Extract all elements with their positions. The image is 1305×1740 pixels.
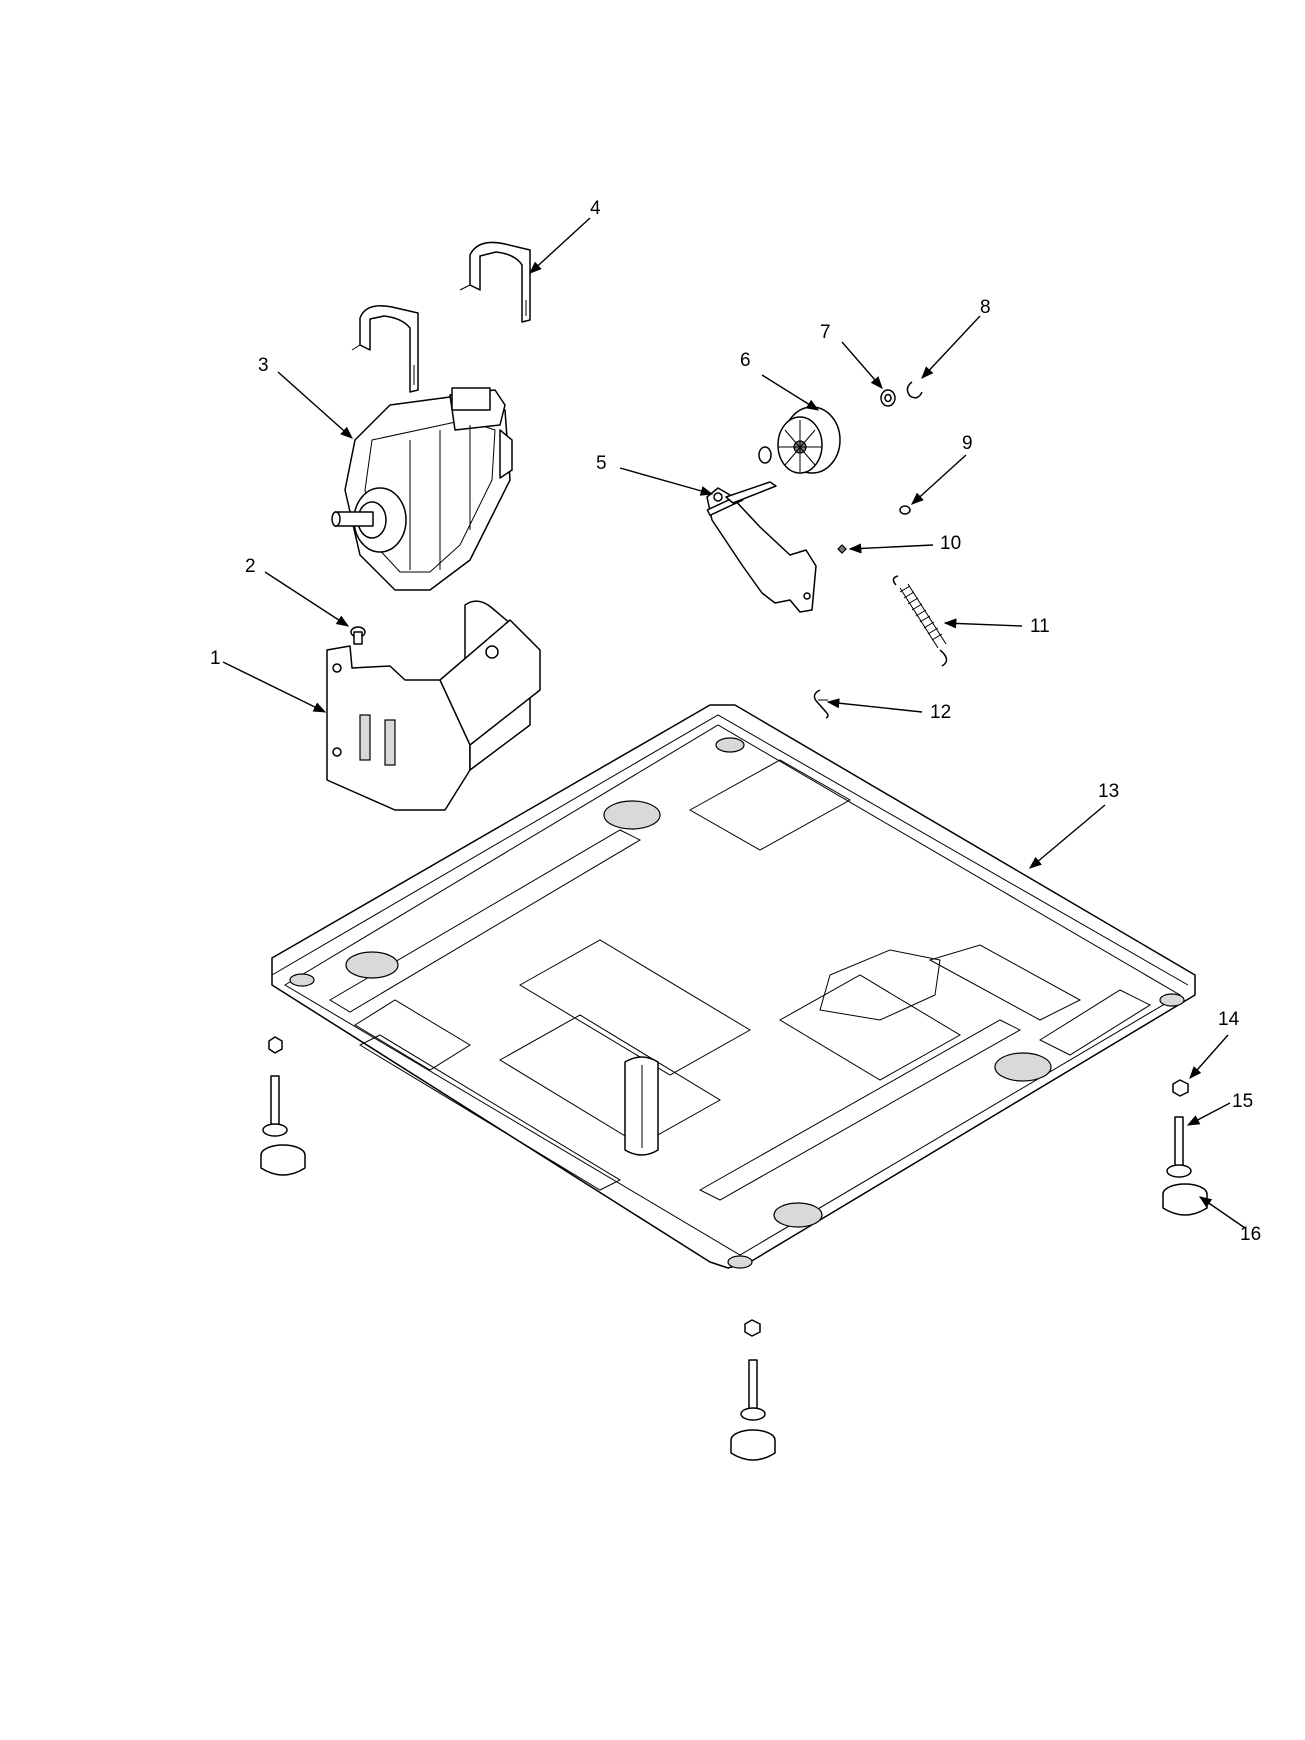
callout-4: 4	[590, 198, 601, 219]
mount-screw	[350, 626, 366, 645]
callout-13: 13	[1098, 781, 1119, 802]
callout-10: 10	[940, 533, 961, 554]
motor-clip-lower	[351, 305, 419, 393]
leader-14	[1189, 1034, 1229, 1079]
callout-12: 12	[930, 702, 951, 723]
callout-8: 8	[980, 297, 991, 318]
leader-12	[826, 698, 923, 713]
callout-14: 14	[1218, 1009, 1240, 1030]
callout-16: 16	[1240, 1224, 1261, 1245]
callout-2: 2	[245, 556, 256, 577]
callout-9: 9	[962, 433, 973, 454]
leader-15	[1186, 1102, 1231, 1126]
leveling-leg-front	[730, 1319, 776, 1461]
leader-4	[529, 217, 591, 274]
leader-11	[943, 618, 1023, 629]
drive-motor	[331, 387, 513, 591]
washer	[880, 389, 896, 407]
tension-spring	[892, 575, 948, 667]
leader-5	[619, 467, 714, 496]
small-nut	[837, 544, 847, 554]
callout-6: 6	[740, 350, 751, 371]
motor-clip-upper	[459, 241, 531, 323]
base-pan	[271, 704, 1196, 1269]
leader-10	[848, 543, 934, 554]
retaining-ring	[906, 381, 923, 399]
leader-16	[1198, 1196, 1246, 1229]
small-screw	[899, 505, 911, 515]
leader-6	[761, 374, 820, 411]
idler-pulley	[758, 406, 841, 474]
motor-mount-bracket	[326, 600, 541, 811]
leader-1	[222, 661, 327, 713]
idler-arm	[706, 481, 817, 613]
callout-labels: 1 2 3 4 5 6 7 8 9 10 11 12 13 14 15 16	[210, 198, 1261, 1245]
callout-7: 7	[820, 322, 831, 343]
leveling-leg-left	[260, 1036, 306, 1176]
leader-2	[264, 571, 350, 627]
leader-8	[921, 315, 981, 379]
leader-lines	[222, 217, 1246, 1229]
hairpin-clip	[813, 689, 829, 719]
callout-15: 15	[1232, 1091, 1253, 1112]
leader-7	[841, 341, 883, 389]
leveling-leg-right	[1162, 1079, 1208, 1216]
callout-5: 5	[596, 453, 607, 474]
callout-11: 11	[1030, 616, 1050, 637]
leader-9	[911, 454, 967, 505]
callout-1: 1	[210, 648, 221, 669]
leader-3	[277, 371, 353, 439]
callout-3: 3	[258, 355, 269, 376]
leader-13	[1029, 804, 1106, 869]
